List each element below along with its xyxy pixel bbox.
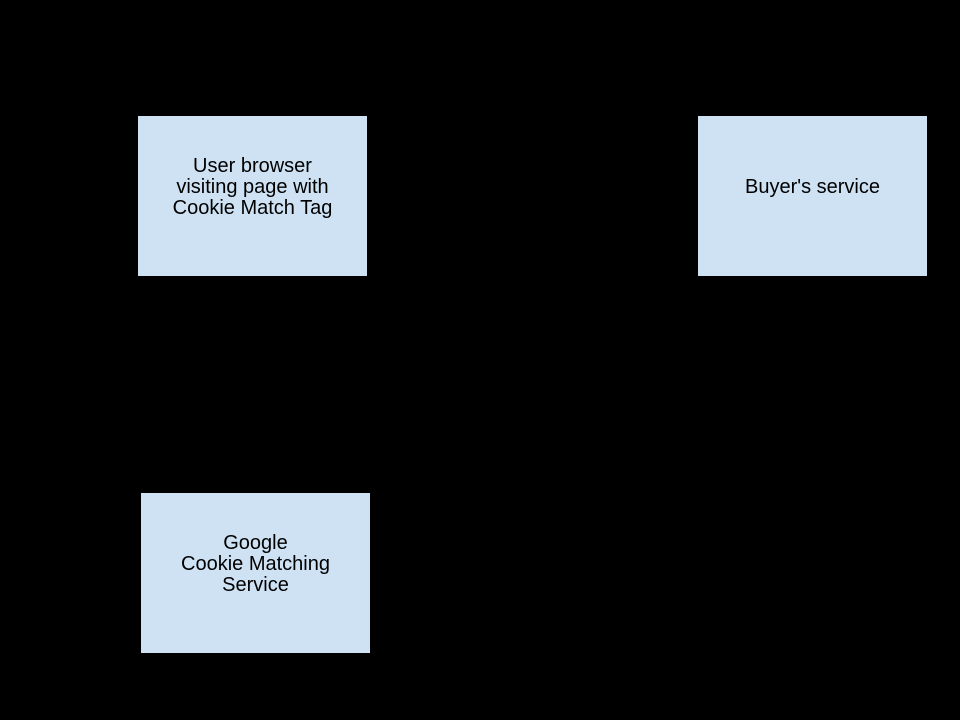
label-line: visiting page with xyxy=(176,176,329,198)
node-google-cookie-matching-service: Google Cookie Matching Service xyxy=(140,492,371,654)
label-line: Service xyxy=(222,574,289,596)
node-google-cookie-matching-service-label: Google Cookie Matching Service xyxy=(141,533,370,596)
label-line: Google xyxy=(223,532,288,554)
node-buyers-service-label: Buyer's service xyxy=(698,177,927,198)
label-line: Buyer's service xyxy=(745,176,880,198)
label-line: User browser xyxy=(193,155,312,177)
node-user-browser: User browser visiting page with Cookie M… xyxy=(137,115,368,277)
label-line: Cookie Match Tag xyxy=(172,197,333,219)
label-line: Cookie Matching xyxy=(181,553,330,575)
node-user-browser-label: User browser visiting page with Cookie M… xyxy=(138,156,367,219)
node-buyers-service: Buyer's service xyxy=(697,115,928,277)
